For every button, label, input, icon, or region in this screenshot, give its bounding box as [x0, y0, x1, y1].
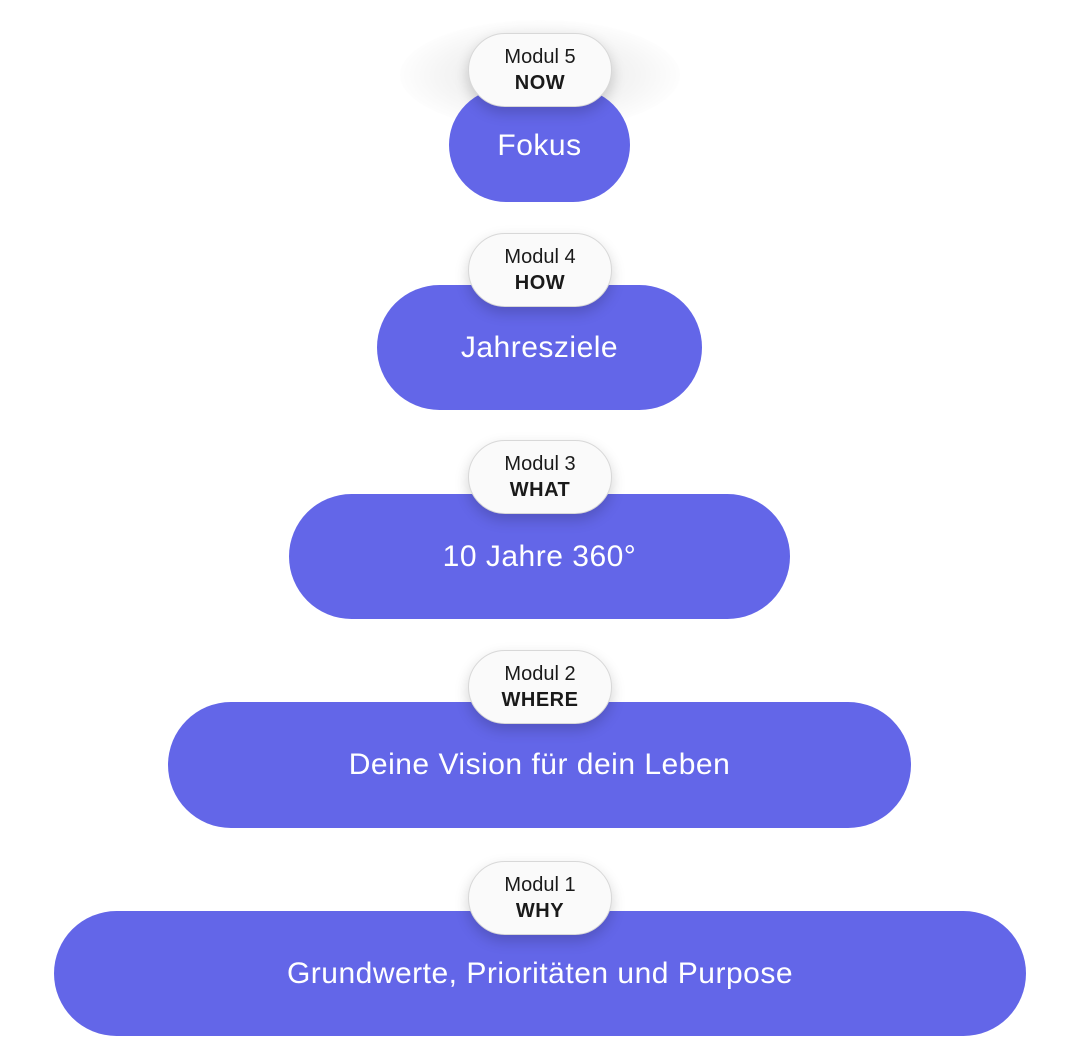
module-3-badge: Modul 3 WHAT: [468, 440, 612, 514]
module-2-number: Modul 2: [504, 663, 576, 685]
level-3-label: 10 Jahre 360°: [442, 539, 637, 573]
module-5-badge: Modul 5 NOW: [468, 33, 612, 107]
module-1-badge: Modul 1 WHY: [468, 861, 612, 935]
module-5-tag: NOW: [514, 72, 566, 94]
module-4-number: Modul 4: [504, 246, 576, 268]
pyramid-level-2: Deine Vision für dein Leben: [168, 702, 911, 828]
level-4-label: Jahresziele: [460, 330, 619, 364]
module-4-badge: Modul 4 HOW: [468, 233, 612, 307]
module-1-number: Modul 1: [504, 874, 576, 896]
module-5-number: Modul 5: [504, 46, 576, 68]
module-2-tag: WHERE: [501, 689, 579, 711]
module-2-badge: Modul 2 WHERE: [468, 650, 612, 724]
module-3-number: Modul 3: [504, 453, 576, 475]
pyramid-level-3: 10 Jahre 360°: [289, 494, 790, 619]
pyramid-level-5: Fokus: [449, 88, 630, 202]
module-3-tag: WHAT: [509, 479, 571, 501]
level-5-label: Fokus: [497, 129, 582, 162]
level-1-label: Grundwerte, Prioritäten und Purpose: [286, 956, 794, 990]
module-1-tag: WHY: [515, 900, 565, 922]
level-2-label: Deine Vision für dein Leben: [348, 748, 731, 781]
module-4-tag: HOW: [514, 272, 566, 294]
